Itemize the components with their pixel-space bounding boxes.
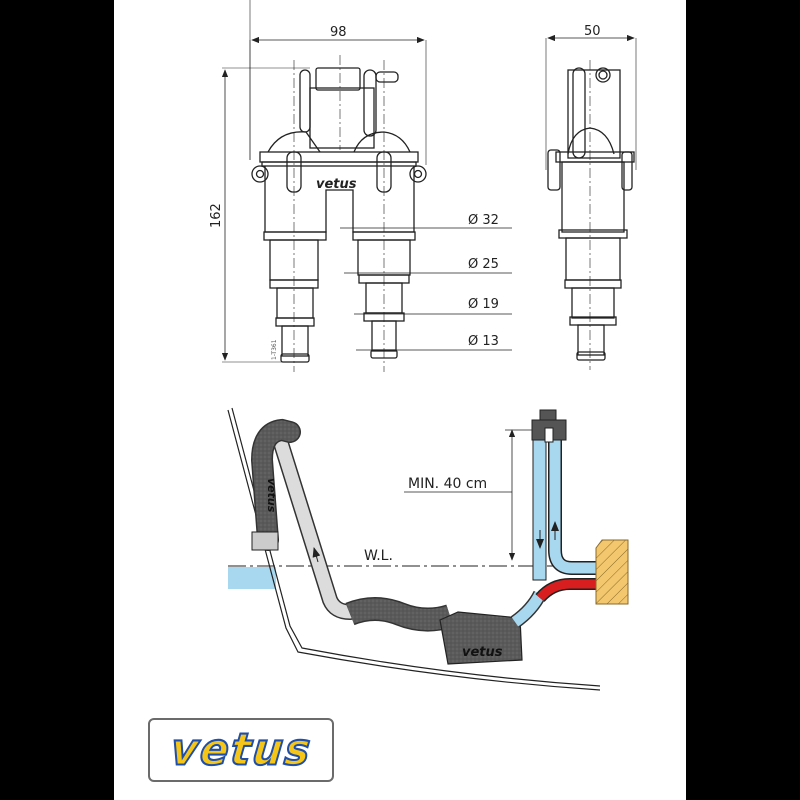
muffler-brand-label: vetus [462, 645, 503, 660]
diameter-32: Ø 32 [468, 213, 499, 228]
logo-text: vetus [167, 723, 315, 776]
min-height-label: MIN. 40 cm [408, 476, 487, 492]
technical-drawing [221, 0, 637, 372]
gooseneck-brand-label: vetus [265, 478, 278, 513]
dimension-width-side: 50 [584, 24, 601, 39]
diameter-13: Ø 13 [468, 334, 499, 349]
waterline-label: W.L. [364, 548, 393, 564]
diameter-25: Ø 25 [468, 257, 499, 272]
part-brand-label: vetus [316, 177, 357, 192]
diameter-19: Ø 19 [468, 297, 499, 312]
water-area [228, 567, 276, 589]
dimension-width-front: 98 [330, 25, 347, 40]
page [114, 0, 686, 800]
installation-diagram: vetus vetus [227, 407, 629, 691]
dimension-height: 162 [209, 203, 224, 228]
vetus-logo: vetus [148, 718, 334, 782]
drawing-number: 1-T361 [271, 339, 278, 360]
